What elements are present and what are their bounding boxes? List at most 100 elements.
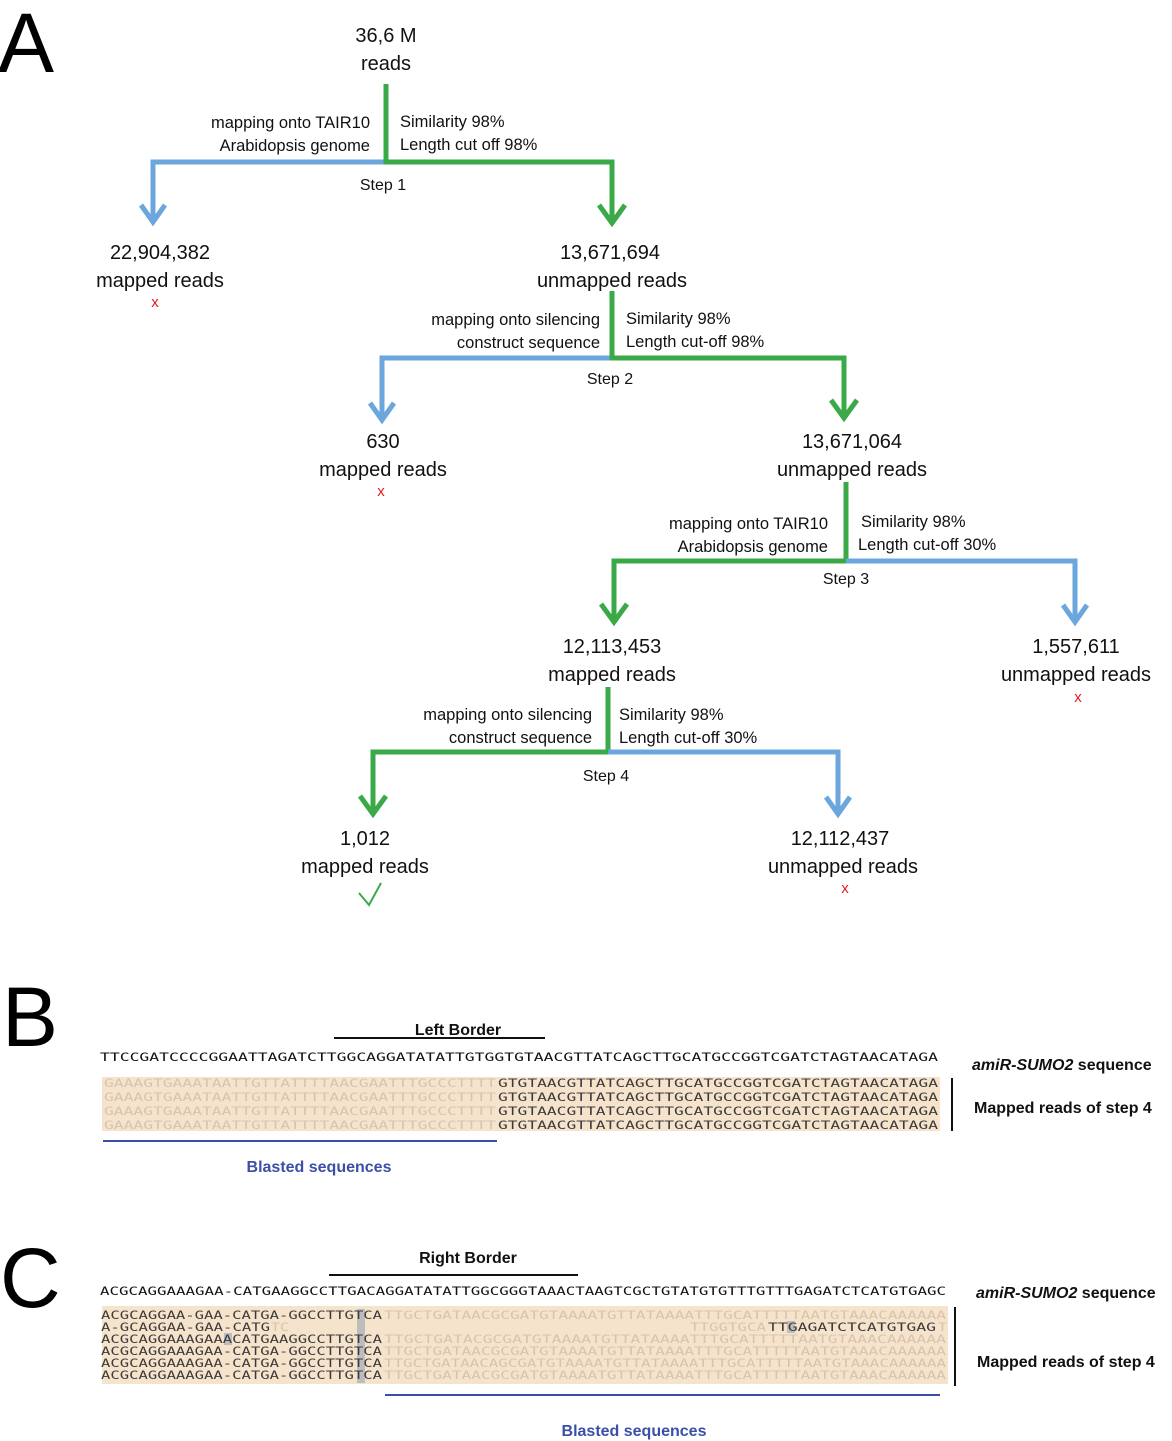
panel-c-insertion-highlight (224, 1333, 232, 1345)
step1-right-count: 13,671,694 (560, 242, 660, 264)
step2-right-count: 13,671,064 (802, 431, 902, 453)
step1-left-label-1: mapping onto TAIR10 (211, 114, 370, 132)
panel-label-c: C (0, 1231, 61, 1325)
panel-c-read-6-faded: TTGCTGATAACGCGATGTAAAATGTTATAAAATTTGCATT… (384, 1368, 946, 1382)
step1-blue-path (150, 159, 386, 218)
panel-b-read-1-faded: GAAAGTGAAATAATTGTTATTTTAACGAATTTGCCCTTTT (104, 1076, 496, 1090)
step3-left-sub: mapped reads (548, 664, 676, 686)
step2-green-arrowhead (828, 398, 860, 423)
step3-green-path (611, 482, 849, 620)
step1-left-count: 22,904,382 (110, 242, 210, 264)
panel-c-read-5-dark: ACGCAGGAAAGAA-CATGA-GGCCTTGTCA (101, 1356, 382, 1370)
root-count: 36,6 M (355, 25, 416, 47)
step4-label: Step 4 (583, 768, 629, 785)
step4-right-cross: x (841, 880, 849, 897)
panel-c-reads: ACGCAGGAA-GAA-CATGA-GGCCTTGTCA TTGCTGATA… (101, 1308, 947, 1382)
step3-green-arrowhead (598, 602, 630, 627)
panel-c-read-6-dark: ACGCAGGAAAGAA-CATGA-GGCCTTGTCA (101, 1368, 382, 1382)
panel-c-blasted-label: Blasted sequences (562, 1423, 707, 1440)
panel-c-read-1-faded: TTGCTGATAACGCGATGTAAAATGTTATAAAATTTGCATT… (384, 1308, 946, 1322)
step3-left-label-1: mapping onto TAIR10 (669, 515, 828, 533)
step4-blue-path (608, 749, 841, 812)
left-border-title: Left Border (415, 1022, 501, 1039)
panel-c-read-2-tail-dark: TTGAGATCTCATGTGAG (768, 1320, 936, 1334)
panel-b-ref-label-rest: sequence (1073, 1057, 1151, 1074)
step2-right-sub: unmapped reads (777, 459, 927, 481)
panel-c-read-5-faded: TTGCTGATAACAGCGATGTAAAATGTTATAAAATTTGCAT… (384, 1356, 946, 1370)
step4-left-label-1: mapping onto silencing (423, 706, 592, 724)
step2-blue-arrowhead (367, 401, 397, 425)
step2-blue-path (379, 355, 612, 416)
panel-c-read-2-dark: A-GCAGGAA-GAA-CATG (101, 1320, 270, 1334)
panel-b-ref-label-italic: amiR-SUMO2 (972, 1057, 1073, 1074)
panel-b-read-3-faded: GAAAGTGAAATAATTGTTATTTTAACGAATTTGCCCTTTT (104, 1104, 496, 1118)
step2-right-label-1: Similarity 98% (626, 310, 731, 328)
panel-c-reads-highlight (102, 1306, 948, 1384)
step2-left-label-2: construct sequence (457, 334, 600, 352)
panel-b-read-2-dark: GTGTAACGTTATCAGCTTGCATGCCGGTCGATCTAGTAAC… (498, 1090, 938, 1104)
step1-label: Step 1 (360, 177, 406, 194)
step4-blue-arrowhead (823, 795, 853, 819)
panel-c-snp-highlight (787, 1321, 795, 1333)
panel-b-reads-highlight (102, 1077, 940, 1131)
step4-right-sub: unmapped reads (768, 856, 918, 878)
right-border-title: Right Border (419, 1250, 517, 1267)
panel-b-ref-label: amiR-SUMO2 sequence (972, 1057, 1152, 1074)
panel-c-read-4-dark: ACGCAGGAAAGAA-CATGA-GGCCTTGTCA (101, 1344, 382, 1358)
step2-left-cross: x (377, 483, 385, 500)
step4-green-path (370, 687, 611, 812)
step1-left-sub: mapped reads (96, 270, 224, 292)
step4-right-label-2: Length cut-off 30% (619, 729, 758, 747)
step1-right-label-1: Similarity 98% (400, 113, 505, 131)
step3-right-sub: unmapped reads (1001, 664, 1151, 686)
panel-b-reads-label: Mapped reads of step 4 (974, 1100, 1152, 1117)
step4-right-label-1: Similarity 98% (619, 706, 724, 724)
panel-b-read-4-faded: GAAAGTGAAATAATTGTTATTTTAACGAATTTGCCCTTTT (104, 1118, 496, 1132)
panel-c-read-3-dark: ACGCAGGAAAGAAACATGAAGGCCTTGTCA (101, 1332, 382, 1346)
step2-label: Step 2 (587, 371, 633, 388)
panel-b-read-3-dark: GTGTAACGTTATCAGCTTGCATGCCGGTCGATCTAGTAAC… (498, 1104, 938, 1118)
panel-c-read-3-faded: TTGCTGATACGCGATGTAAAATGTTATAAAATTTGCATTT… (384, 1332, 946, 1346)
panel-c-read-2-faded: TC (271, 1320, 289, 1334)
panel-c-read-4-faded: TTGCTGATAACGCGATGTAAAATGTTATAAAATTTGCATT… (384, 1344, 946, 1358)
panel-b-read-4-dark: GTGTAACGTTATCAGCTTGCATGCCGGTCGATCTAGTAAC… (498, 1118, 938, 1132)
step3-blue-path (846, 558, 1078, 620)
step3-right-label-1: Similarity 98% (861, 513, 966, 531)
panel-c-ref-label-italic: amiR-SUMO2 (976, 1285, 1077, 1302)
step2-left-count: 630 (366, 431, 399, 453)
step2-right-label-2: Length cut-off 98% (626, 333, 765, 351)
step4-check-icon (358, 882, 382, 907)
step1-green-path (383, 84, 615, 222)
step3-left-count: 12,113,453 (563, 636, 662, 658)
panel-c-read-1-dark: ACGCAGGAA-GAA-CATGA-GGCCTTGTCA (101, 1308, 382, 1322)
step3-left-label-2: Arabidopsis genome (678, 538, 828, 556)
step2-green-path (609, 291, 847, 416)
step2-branch (367, 291, 860, 425)
step3-label: Step 3 (823, 571, 869, 588)
panel-c-ref-label: amiR-SUMO2 sequence (976, 1285, 1156, 1302)
root-label: reads (361, 53, 411, 75)
step4-green-arrowhead (357, 794, 389, 819)
panel-c-read-2-tail-faded: TTGGTGCA (690, 1320, 766, 1334)
panel-label-a: A (0, 0, 54, 90)
panel-b-read-1-dark: GTGTAACGTTATCAGCTTGCATGCCGGTCGATCTAGTAAC… (498, 1076, 938, 1090)
step1-right-label-2: Length cut off 98% (400, 136, 538, 154)
panel-b-read-2-faded: GAAAGTGAAATAATTGTTATTTTAACGAATTTGCCCTTTT (104, 1090, 496, 1104)
panel-c-ref-sequence: ACGCAGGAAAGAA-CATGAAGGCCTTGACAGGATATATTG… (100, 1284, 946, 1298)
step1-left-label-2: Arabidopsis genome (220, 137, 370, 155)
panel-c-read-2-tail-end: T (938, 1320, 947, 1334)
step1-left-cross: x (151, 294, 159, 311)
step1-right-sub: unmapped reads (537, 270, 687, 292)
step3-branch (598, 482, 1090, 627)
panel-b-ref-sequence: TTCCGATCCCCGGAATTAGATCTTGGCAGGATATATTGTG… (100, 1050, 938, 1064)
step4-right-count: 12,112,437 (791, 828, 890, 850)
step4-left-count: 1,012 (340, 828, 390, 850)
step1-branch (138, 84, 628, 228)
panel-b-reads: GAAAGTGAAATAATTGTTATTTTAACGAATTTGCCCTTTT… (104, 1076, 938, 1132)
panel-c-reads-label: Mapped reads of step 4 (977, 1354, 1155, 1371)
step1-green-arrowhead (596, 203, 628, 228)
panel-b-blasted-label: Blasted sequences (247, 1159, 392, 1176)
step3-right-cross: x (1074, 689, 1082, 706)
step3-right-label-2: Length cut-off 30% (858, 536, 997, 554)
